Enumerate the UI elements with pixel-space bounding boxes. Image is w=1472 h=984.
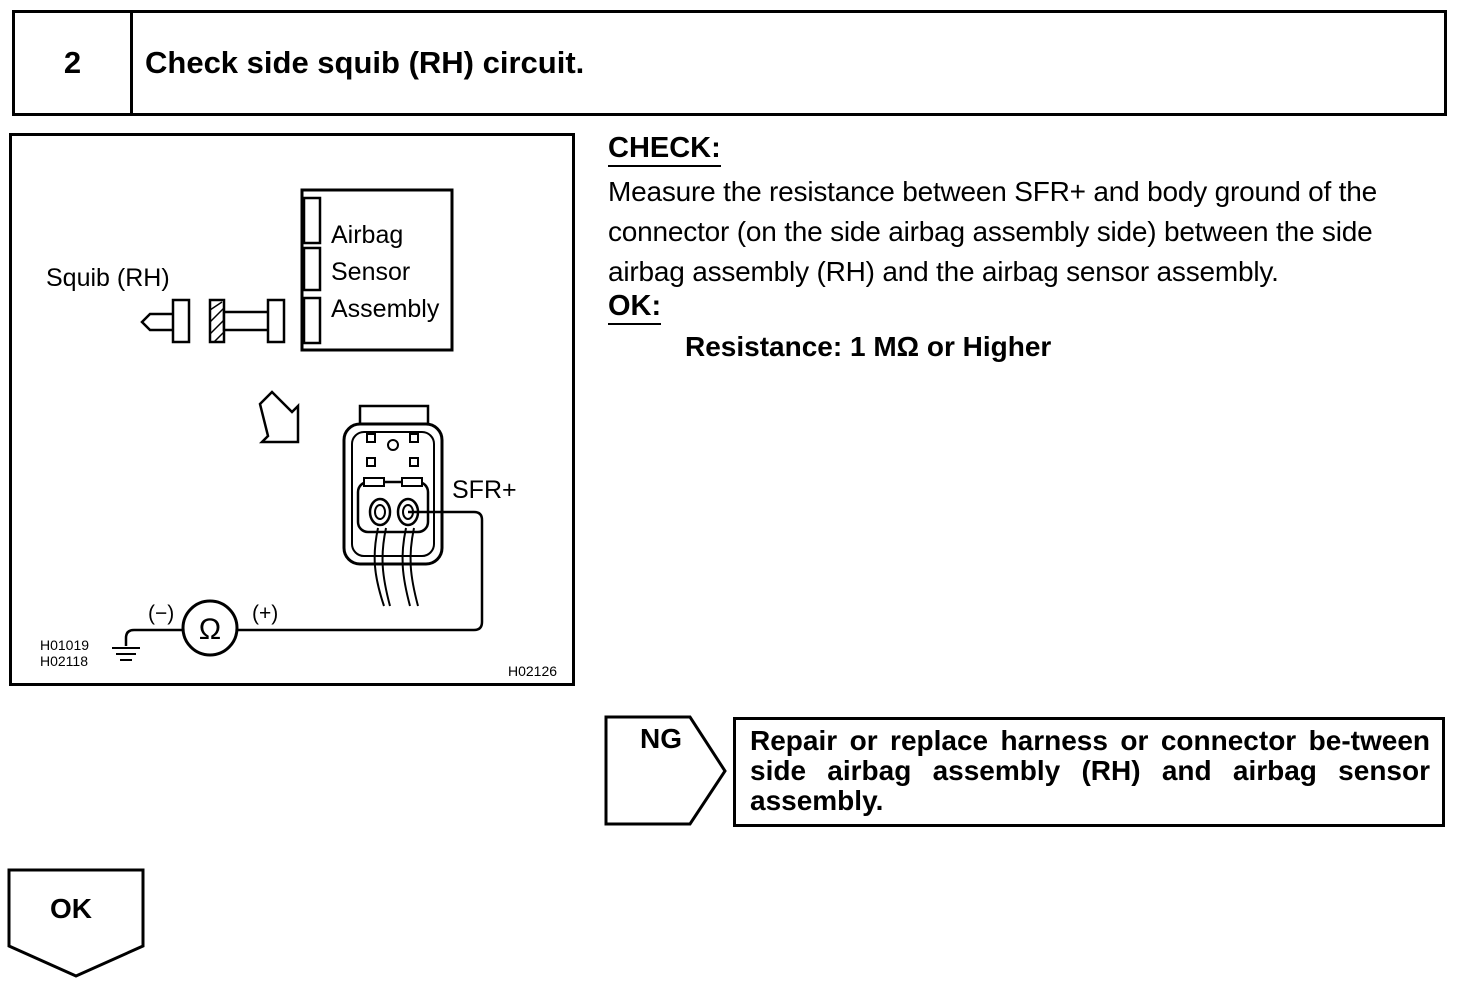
sensor-label-3: Assembly: [331, 295, 440, 323]
figure-code-2: H02118: [40, 653, 88, 669]
sfr-plus-label: SFR+: [452, 476, 517, 504]
meter-minus-label: (−): [148, 602, 174, 625]
sensor-label-1: Airbag: [331, 221, 403, 249]
resistance-spec: Resistance: 1 MΩ or Higher: [685, 331, 1052, 362]
ng-label: NG: [640, 723, 682, 754]
sensor-assembly-block: [300, 188, 454, 352]
squib-label: Squib (RH): [46, 264, 170, 292]
ohm-symbol: Ω: [199, 613, 221, 646]
ng-arrow-icon: [604, 715, 727, 826]
connector-diagram: Airbag Sensor Assembly Squib (RH): [9, 133, 575, 686]
figure-code-3: H02126: [508, 663, 557, 679]
check-heading: CHECK:: [608, 131, 721, 167]
step-title: Check side squib (RH) circuit.: [145, 45, 585, 80]
check-instructions: Measure the resistance between SFR+ and …: [608, 176, 1377, 287]
meter-plus-label: (+): [252, 602, 278, 625]
direction-arrow-icon: [258, 390, 300, 444]
sensor-label-2: Sensor: [331, 258, 410, 286]
step-header: 2 Check side squib (RH) circuit.: [12, 10, 1447, 116]
ok-flow-label: OK: [50, 893, 92, 924]
figure-code-1: H01019: [40, 637, 89, 653]
ok-heading: OK:: [608, 289, 662, 325]
ng-action-box: Repair or replace harness or connector b…: [733, 717, 1445, 827]
ohmmeter-icon: [181, 599, 239, 657]
step-number: 2: [15, 13, 133, 113]
diagram-drawing: Airbag Sensor Assembly Squib (RH): [40, 188, 557, 679]
ok-arrow-icon: [7, 868, 145, 978]
